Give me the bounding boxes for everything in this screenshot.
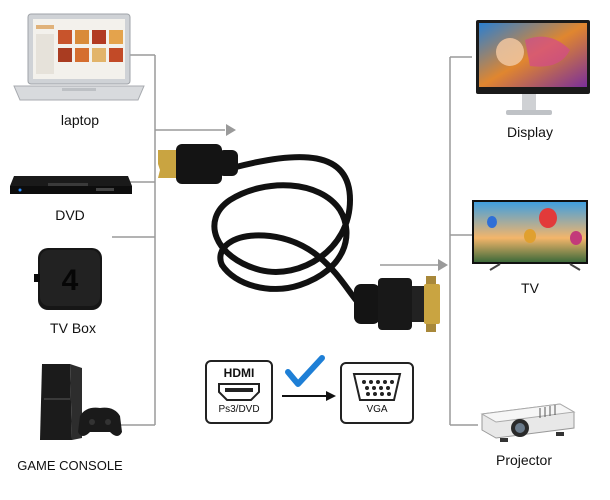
tv-box-label: TV Box <box>50 320 96 336</box>
hdmi-badge-subtitle: Ps3/DVD <box>218 404 260 415</box>
display-label: Display <box>507 124 553 140</box>
hdmi-badge-title: HDMI <box>223 366 255 380</box>
game-console-label: GAME CONSOLE <box>17 458 123 473</box>
vga-connector <box>354 276 440 332</box>
check-icon <box>285 355 325 387</box>
laptop-label: laptop <box>60 112 100 128</box>
hdmi-port-icon <box>218 383 260 401</box>
dvd-label: DVD <box>55 207 85 223</box>
svg-text:4: 4 <box>62 264 79 297</box>
hdmi-badge: HDMI Ps3/DVD <box>205 360 273 424</box>
vga-badge: VGA <box>340 362 414 424</box>
tv-label: TV <box>521 280 539 296</box>
arrow-right-icon <box>326 391 336 401</box>
hdmi-connector <box>158 144 238 184</box>
vga-port-icon <box>352 373 402 401</box>
projector-label: Projector <box>495 452 553 468</box>
vga-badge-label: VGA <box>366 404 388 415</box>
